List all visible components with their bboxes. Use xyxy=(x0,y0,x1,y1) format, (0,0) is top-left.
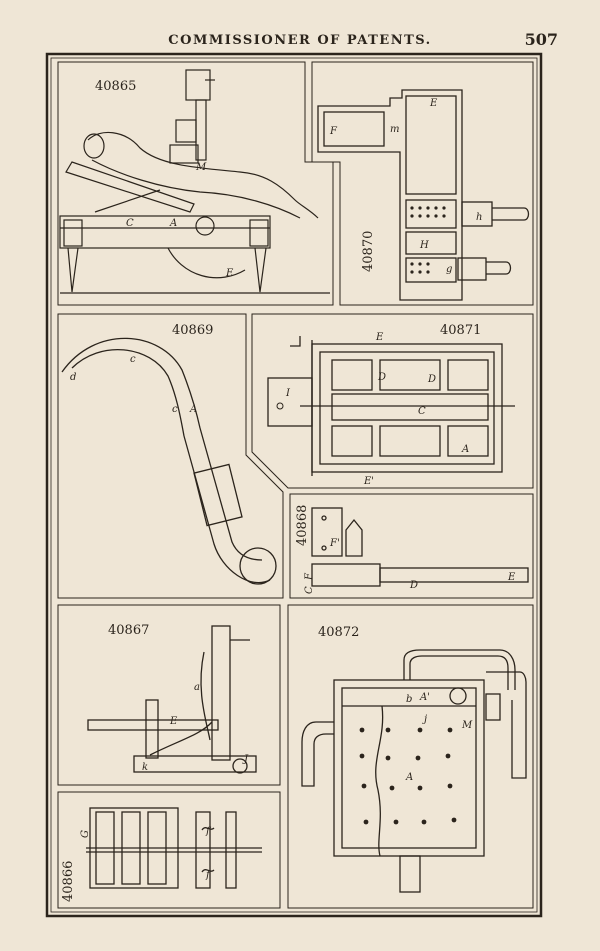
letter-D: D xyxy=(409,580,418,591)
running-header: COMMISSIONER OF PATENTS. xyxy=(168,33,432,48)
page-number: 507 xyxy=(524,30,558,49)
letter-H: H xyxy=(419,240,429,251)
letter-M: M xyxy=(461,720,473,731)
letter-m: m xyxy=(390,124,399,135)
figure-40866: 40866 G f f xyxy=(61,807,262,902)
figure-number-40867: 40867 xyxy=(108,623,149,638)
figure-number-40868: 40868 xyxy=(295,505,310,546)
letter-A: A xyxy=(169,218,177,229)
letter-A: A xyxy=(405,772,413,783)
letter-E: E xyxy=(225,268,234,279)
letter-A: A xyxy=(189,404,197,415)
letter-J: J xyxy=(242,754,249,765)
figure-40865: 40865 M xyxy=(59,69,330,294)
letter-F-prime: F' xyxy=(329,538,340,549)
letter-d: d xyxy=(70,372,76,383)
letter-f: f xyxy=(205,826,212,837)
panel-dividers xyxy=(57,61,534,909)
letter-I: I xyxy=(285,388,291,399)
letter-c-2: c xyxy=(172,404,178,415)
letter-A-prime: A' xyxy=(419,692,430,703)
letter-c: c xyxy=(130,354,136,365)
letter-g: g xyxy=(446,264,452,275)
letter-C: C xyxy=(304,586,315,594)
figure-number-40866: 40866 xyxy=(61,861,76,902)
letter-a: a xyxy=(194,682,200,693)
figure-40869: 40869 d c c A xyxy=(61,323,277,585)
letter-E: E xyxy=(507,572,516,583)
figure-40867: 40867 a E k J xyxy=(87,623,257,774)
figure-number-40869: 40869 xyxy=(172,323,213,338)
letter-b: b xyxy=(406,694,412,705)
figure-40872: 40872 b A' j M A xyxy=(301,625,527,893)
plate-outer-border xyxy=(45,52,543,918)
letter-M: M xyxy=(195,162,207,173)
letter-E: E xyxy=(169,716,178,727)
letter-h: h xyxy=(476,212,482,223)
letter-E: E xyxy=(375,332,384,343)
letter-C: C xyxy=(126,218,134,229)
figure-number-40870: 40870 xyxy=(361,231,376,272)
letter-k: k xyxy=(142,762,148,773)
letter-E: E xyxy=(429,98,438,109)
figure-40871: 40871 E D D I C A E' xyxy=(267,323,515,487)
letter-j: j xyxy=(422,714,427,725)
letter-G: G xyxy=(80,830,91,838)
letter-F: F xyxy=(329,126,338,137)
figure-number-40871: 40871 xyxy=(440,323,481,338)
figure-number-40872: 40872 xyxy=(318,625,359,640)
plate-inner-border xyxy=(50,57,538,913)
figure-40868: 40868 F' C F D E xyxy=(295,505,529,594)
letter-F: F xyxy=(304,572,315,581)
letter-A: A xyxy=(461,444,469,455)
letter-D: D xyxy=(377,372,386,383)
letter-E-prime: E' xyxy=(363,476,374,487)
figure-number-40865: 40865 xyxy=(95,79,136,94)
letter-C: C xyxy=(418,406,426,417)
letter-D-2: D xyxy=(427,374,436,385)
figure-40870: 40870 F m E h H g xyxy=(317,89,530,301)
letter-f-2: f xyxy=(205,870,212,881)
